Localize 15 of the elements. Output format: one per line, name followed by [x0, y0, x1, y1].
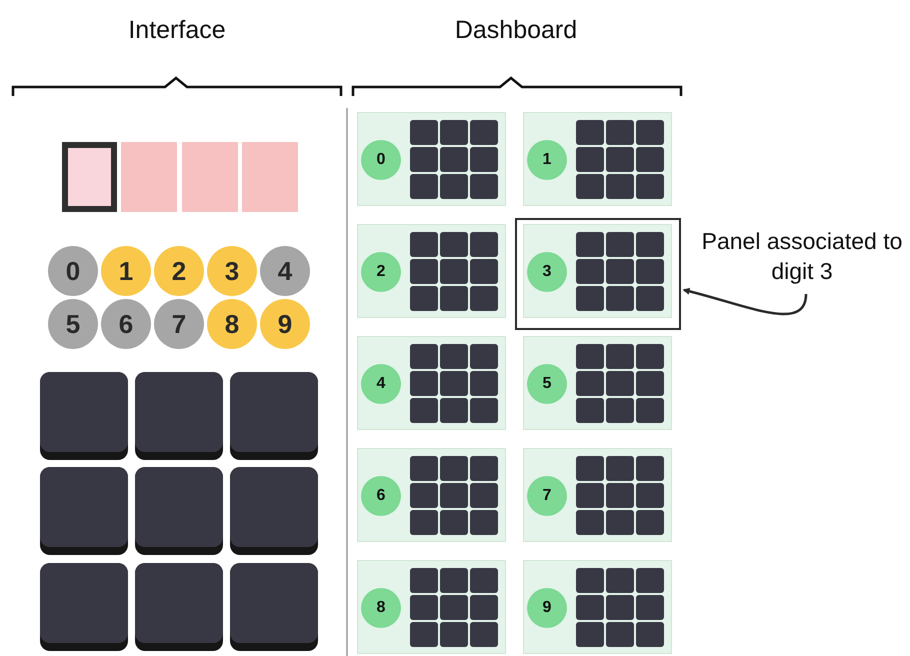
- annotation-text: Panel associated to digit 3: [700, 226, 904, 292]
- dashboard-panel: [523, 336, 672, 430]
- section-heading: Dashboard: [454, 15, 578, 46]
- dashboard-panel: [357, 336, 506, 430]
- dashboard-panel: [357, 112, 506, 206]
- dashboard-panel: [523, 560, 672, 654]
- curved-arrow: [682, 288, 808, 316]
- dashboard-panel: [357, 448, 506, 542]
- dashboard-panel: [523, 448, 672, 542]
- dashboard-panel: [357, 224, 506, 318]
- dashboard-panel: [523, 112, 672, 206]
- dashboard-panel: [523, 224, 672, 318]
- section-heading: Interface: [127, 15, 227, 46]
- highlight-frame: [515, 218, 681, 330]
- dashboard-panel: [357, 560, 506, 654]
